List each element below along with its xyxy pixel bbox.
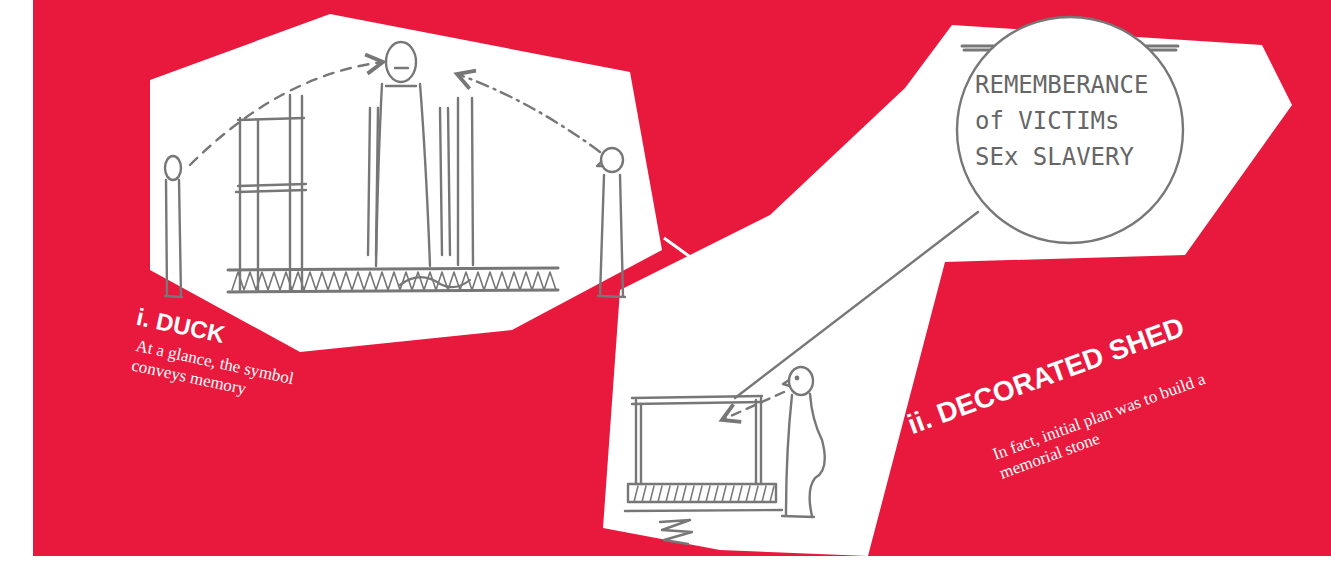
paper-cutout xyxy=(603,25,1292,556)
handwritten-text: REMEMBERANCE of VICTIMs SEx SLAVERY xyxy=(975,67,1170,175)
chevron xyxy=(664,238,700,292)
memorial-sign-circle: REMEMBERANCE of VICTIMs SEx SLAVERY xyxy=(955,15,1185,245)
shed-sketch xyxy=(625,46,1178,544)
duck-sketch xyxy=(165,42,625,297)
red-background xyxy=(33,0,1331,556)
paper-cutout xyxy=(150,14,662,352)
